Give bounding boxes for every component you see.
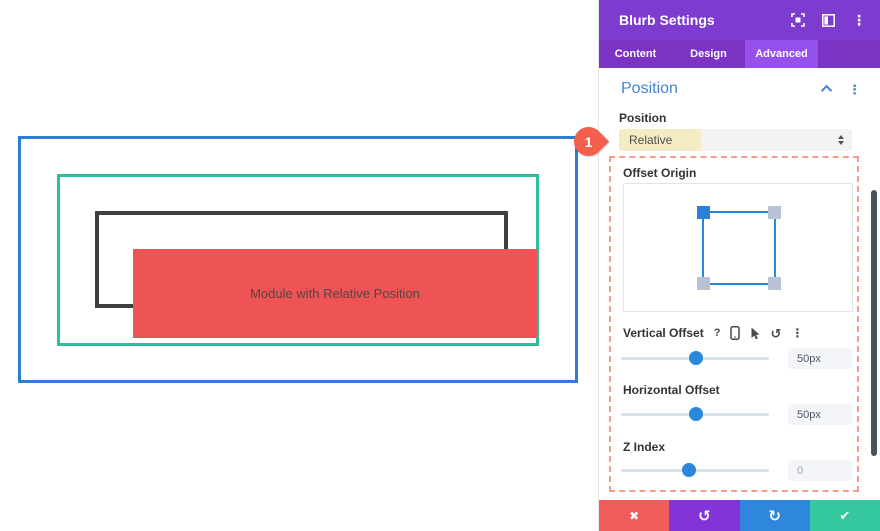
panel-scrollbar[interactable] [871, 190, 877, 456]
blurb-settings-panel: Blurb Settings ⋮ Content Design Advanced [598, 0, 880, 531]
discard-button[interactable]: ✖ [599, 500, 670, 531]
horizontal-offset-slider-row: 50px [619, 404, 853, 425]
split-view-icon[interactable] [822, 13, 835, 27]
select-arrows-icon [838, 135, 844, 145]
vertical-offset-label: Vertical Offset [623, 326, 704, 340]
redo-button[interactable]: ↻ [739, 500, 810, 531]
vertical-offset-value-input[interactable]: 50px [788, 348, 853, 369]
offset-origin-label: Offset Origin [623, 166, 697, 180]
settings-tabs: Content Design Advanced [599, 40, 880, 68]
origin-handle-bottom-right[interactable] [768, 277, 781, 290]
blurb-module[interactable]: Module with Relative Position [133, 249, 537, 338]
hover-cursor-icon[interactable] [750, 327, 760, 340]
horizontal-offset-row: Horizontal Offset [623, 383, 720, 397]
origin-handle-bottom-left[interactable] [697, 277, 710, 290]
origin-handle-top-right[interactable] [768, 206, 781, 219]
z-index-slider-thumb[interactable] [682, 463, 697, 477]
help-icon[interactable]: ? [713, 326, 721, 339]
page-canvas: Module with Relative Position [18, 136, 578, 383]
responsive-phone-icon[interactable] [730, 326, 741, 340]
expand-icon[interactable] [791, 13, 805, 27]
position-field-label: Position [619, 111, 667, 125]
horizontal-offset-slider-thumb[interactable] [689, 407, 704, 421]
z-index-slider-track[interactable] [621, 463, 769, 477]
vertical-offset-slider-track[interactable] [621, 351, 769, 365]
module-label: Module with Relative Position [250, 286, 420, 301]
z-index-row: Z Index [623, 440, 665, 454]
position-section-header[interactable]: Position ⋮ [621, 80, 861, 98]
panel-footer: ✖ ↺ ↻ ✔ [599, 500, 880, 531]
z-index-label: Z Index [623, 440, 666, 454]
offset-origin-widget[interactable] [623, 183, 853, 312]
reset-icon[interactable]: ↺ [770, 325, 782, 341]
section-outline [18, 136, 578, 383]
kebab-menu-icon[interactable]: ⋮ [852, 12, 866, 28]
vertical-offset-row: Vertical Offset ? ↺ ⋮ [623, 326, 803, 340]
vertical-offset-slider-thumb[interactable] [689, 351, 704, 365]
tab-advanced[interactable]: Advanced [745, 40, 818, 68]
position-select-value: Relative [619, 129, 701, 151]
highlighted-options-region: Offset Origin Vertical Offset ? [609, 156, 859, 492]
vertical-offset-slider-row: 50px [619, 348, 853, 369]
horizontal-offset-slider-track[interactable] [621, 407, 769, 421]
options-kebab-icon[interactable]: ⋮ [791, 326, 804, 340]
row-outline [57, 174, 539, 346]
step-1-badge: 1 [567, 120, 610, 163]
z-index-slider-row: 0 [619, 460, 853, 481]
panel-title: Blurb Settings [619, 12, 715, 28]
origin-handle-top-left[interactable] [697, 206, 710, 219]
position-section-title: Position [621, 80, 678, 97]
step-1-badge-number: 1 [584, 133, 593, 150]
panel-header: Blurb Settings ⋮ [599, 0, 880, 40]
position-select[interactable]: Relative [619, 129, 852, 151]
z-index-value-input[interactable]: 0 [788, 460, 853, 481]
section-kebab-icon[interactable]: ⋮ [848, 81, 861, 97]
horizontal-offset-label: Horizontal Offset [623, 383, 720, 397]
horizontal-offset-value-input[interactable]: 50px [788, 404, 853, 425]
offset-origin-square [697, 206, 781, 290]
save-button[interactable]: ✔ [809, 500, 880, 531]
undo-button[interactable]: ↺ [669, 500, 740, 531]
tab-design[interactable]: Design [690, 48, 727, 60]
tab-content[interactable]: Content [614, 48, 657, 60]
